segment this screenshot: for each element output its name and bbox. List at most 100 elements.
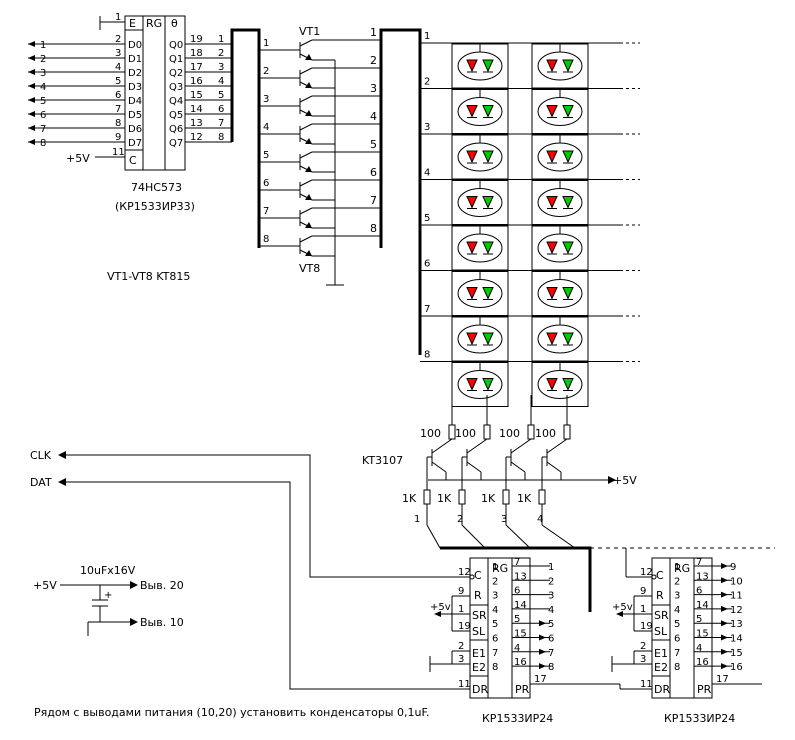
latch-output-pin: 18: [190, 48, 203, 59]
latch-theta-label: θ: [171, 17, 178, 30]
green-led-icon: [482, 59, 494, 73]
matrix-row-number: 5: [424, 213, 430, 224]
latch-line-number: 2: [40, 54, 46, 65]
register-left-pin: 1: [640, 604, 646, 615]
register-left-pin: 11: [458, 679, 471, 690]
column-number: 1: [414, 514, 420, 525]
latch-output-name: Q3: [169, 82, 183, 93]
latch-input-pin: 3: [115, 48, 121, 59]
arrow-icon: [721, 634, 728, 641]
led-package: [457, 324, 503, 354]
register-output-number: 2: [674, 576, 680, 587]
register-output-number: 2: [492, 576, 498, 587]
column-resistor-label: 100: [499, 427, 520, 440]
green-led-icon: [482, 105, 494, 118]
arrow-icon: [721, 620, 728, 627]
arrow-icon: [616, 611, 623, 617]
led-package: [457, 51, 503, 81]
register-sr-label: SR: [472, 609, 487, 622]
register-left-pin: 2: [640, 641, 646, 652]
arrow-icon: [28, 55, 35, 61]
column-base-resistor-label: 1K: [402, 492, 417, 505]
column-bus-entry: [461, 524, 486, 549]
emitter-arrow-icon: [305, 138, 312, 144]
latch-ic: E RG θ C 1 11 +5V 12D023D134D245D356D467…: [28, 12, 232, 213]
register-supply-label: +5v: [612, 602, 633, 613]
red-led-icon: [546, 196, 558, 209]
arrow-icon: [721, 663, 728, 670]
led-package: [537, 370, 583, 399]
clk-label: CLK: [30, 449, 52, 462]
latch-bus-number: 7: [218, 118, 224, 129]
driver-left-number: 2: [263, 66, 269, 77]
latch-bus-number: 2: [218, 48, 224, 59]
emitter-arrow-icon: [305, 82, 312, 88]
driver-left-number: 4: [263, 122, 269, 133]
latch-line-number: 4: [40, 82, 46, 93]
latch-c-pin: 11: [112, 147, 125, 158]
latch-input-name: D5: [128, 110, 142, 121]
register-output-number: 7: [492, 648, 498, 659]
column-number: 4: [537, 514, 543, 525]
led-package: [457, 279, 503, 308]
driver-left-number: 8: [263, 234, 269, 245]
latch-clock-label: C: [129, 154, 137, 167]
column-resistor-label: 100: [420, 427, 441, 440]
register-external-label: 2: [548, 576, 554, 587]
capacitor-pin10-label: Выв. 10: [140, 616, 184, 629]
matrix-row-number: 8: [424, 350, 430, 361]
red-led-icon: [466, 105, 478, 118]
led-package: [537, 324, 583, 354]
driver-left-number: 5: [263, 150, 269, 161]
register-e1-label: E1: [472, 647, 486, 660]
column-transistor-emitter: [510, 461, 526, 473]
register-part-name: КР1533ИР24: [664, 712, 735, 725]
led-package: [457, 97, 503, 126]
driver-collector: [299, 179, 313, 187]
driver-right-number: 7: [370, 194, 377, 207]
matrix-row-number: 7: [424, 304, 430, 315]
register-left-pin: 1: [458, 604, 464, 615]
register-external-label: 8: [548, 662, 554, 673]
latch-output-pin: 17: [190, 62, 203, 73]
register-external-label: 12: [730, 605, 743, 616]
emitter-arrow-icon: [305, 54, 312, 60]
register-part-name: КР1533ИР24: [482, 712, 553, 725]
register-output-pin: 7: [696, 557, 702, 568]
column-transistor-emitter: [466, 461, 482, 473]
register-output-number: 4: [492, 605, 498, 616]
matrix-row-number: 1: [424, 31, 430, 42]
register-left-pin: 12: [458, 567, 471, 578]
latch-bus-number: 8: [218, 132, 224, 143]
register-sl-label: SL: [472, 625, 486, 638]
column-resistor: [483, 424, 491, 440]
register-output-number: 6: [492, 634, 498, 645]
register-reset-label: R: [656, 589, 664, 602]
red-led-icon: [546, 287, 558, 300]
column-bus-entry: [505, 524, 531, 549]
red-led-icon: [546, 59, 558, 73]
register-left-pin: 9: [458, 586, 464, 597]
red-led-icon: [546, 332, 558, 346]
register-dr-label: DR: [472, 683, 488, 696]
latch-input-name: D4: [128, 96, 142, 107]
arrow-icon: [539, 634, 546, 641]
register-output-pin: 15: [696, 629, 709, 640]
led-package: [537, 188, 583, 217]
capacitor-supply: +5V: [33, 579, 57, 592]
register-pr-pin: 17: [716, 674, 729, 685]
inverter-bubble-icon: [469, 574, 475, 580]
register-output-pin: 4: [696, 643, 702, 654]
latch-e-pin: 1: [115, 12, 121, 23]
register-output-pin: 6: [696, 586, 702, 597]
register-output-pin: 7: [514, 557, 520, 568]
register-output-pin: 5: [696, 614, 702, 625]
driver-collector: [299, 207, 313, 215]
driver-right-number: 8: [370, 222, 377, 235]
column-bus-entry: [541, 524, 576, 549]
latch-line-number: 1: [40, 40, 46, 51]
register-output-number: 7: [674, 648, 680, 659]
arrow-icon: [721, 605, 728, 612]
red-led-icon: [546, 378, 558, 391]
